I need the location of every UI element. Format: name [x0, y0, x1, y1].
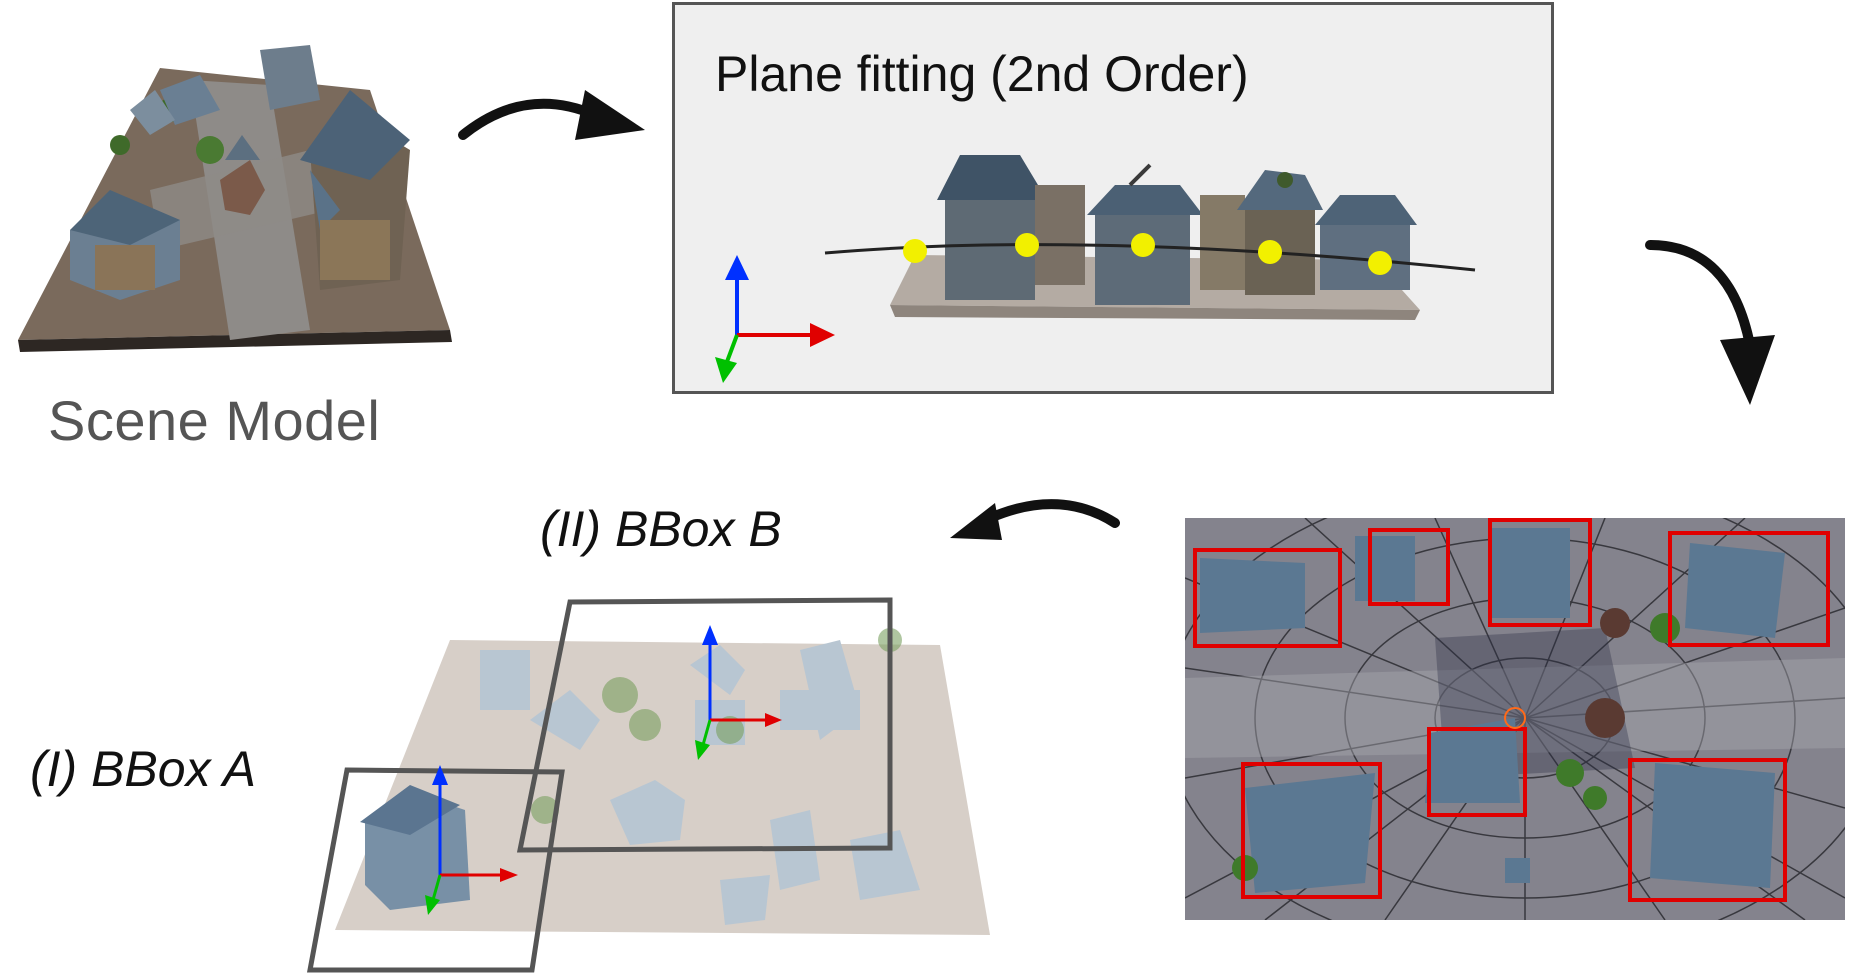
- axes-icon: [715, 255, 835, 383]
- detection-box: [1193, 548, 1342, 648]
- fit-point: [1368, 251, 1392, 275]
- scene-buildings: [70, 45, 410, 300]
- curved-arrow-icon: [458, 90, 645, 140]
- fit-point: [1015, 233, 1039, 257]
- scene-model-image: [18, 45, 452, 352]
- bbox-frames: [306, 597, 893, 973]
- curved-arrow-icon: [1645, 240, 1775, 405]
- roofs: [1200, 528, 1785, 893]
- plane-fitting-title: Plane fitting (2nd Order): [715, 46, 1249, 102]
- bbox-scene-image: [306, 597, 990, 973]
- plane-fitting-scene: [715, 155, 1476, 383]
- detection-box: [1368, 528, 1450, 606]
- detection-box: [1668, 531, 1830, 647]
- bbox-b-frame: [516, 597, 893, 853]
- fit-points: [903, 233, 1392, 275]
- detection-box: [1427, 727, 1527, 817]
- axes-icon: [425, 765, 518, 915]
- scene-model-label: Scene Model: [48, 389, 381, 452]
- detection-box: [1628, 758, 1787, 902]
- fit-point: [903, 239, 927, 263]
- curved-arrow-icon: [950, 499, 1120, 540]
- bbox-a-frame: [306, 767, 565, 973]
- fit-point: [1258, 240, 1282, 264]
- detection-boxes: [1193, 518, 1830, 902]
- top-view-map-icon: [1185, 518, 1845, 920]
- axes-icon: [695, 625, 782, 760]
- detection-box: [1241, 762, 1382, 899]
- plane-fitting-buildings: [937, 155, 1417, 305]
- fit-point: [1131, 233, 1155, 257]
- detection-box: [1488, 518, 1592, 627]
- bbox-a-label: (I) BBox A: [30, 741, 256, 797]
- bbox-b-label: (II) BBox B: [540, 501, 782, 557]
- plane-fitting-panel: Plane fitting (2nd Order): [672, 2, 1554, 394]
